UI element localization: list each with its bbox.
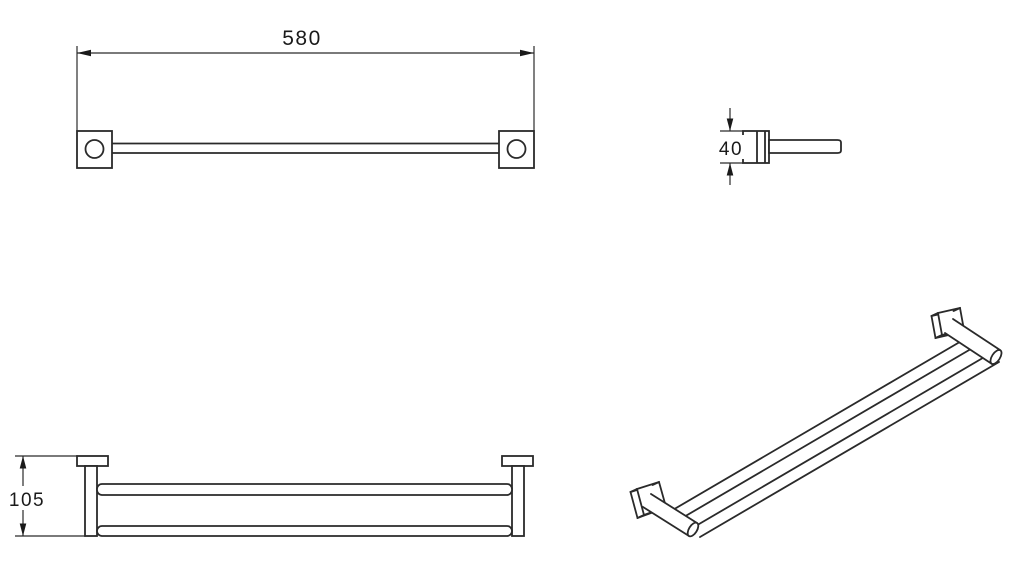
left-post-hub-circle [84,139,105,159]
outer-bar-top-edge [693,351,994,528]
dimension-label-overall-width: 580 [282,27,322,50]
tr-post-end-cap [989,349,1003,365]
arrowhead-left [77,49,91,57]
outer-bar-bottom-edge [699,361,1000,538]
bl-plate-edge [629,488,638,493]
arrowhead-up [726,163,734,176]
outer-bar-body [694,352,999,537]
dimension-text-mask [716,135,745,159]
bl-post-end-cap [686,521,700,538]
dimension-label-bracket-height: 40 [719,139,743,160]
left-wall-plate-top [76,455,109,467]
inner-towel-bar [96,483,513,496]
right-wall-plate [498,130,535,169]
dimension-text-mask [10,486,45,510]
outer-towel-bar [96,525,513,537]
inner-bar-body [671,336,976,521]
inner-bar-top-edge [670,335,971,512]
side-view: 40 [716,108,842,185]
tr-plate-edge [930,312,939,317]
plan-view: 105 [9,455,534,537]
bl-post-top-edge [650,493,698,524]
arrowhead-down [726,118,734,131]
right-post-top [511,465,525,537]
inner-bar-bottom-edge [676,345,977,522]
arrowhead-down [19,523,27,536]
tr-plate-edge [952,307,961,312]
left-post-top [84,465,98,537]
bl-post-body [643,494,697,536]
tr-plate-edge [934,334,943,339]
bl-plate-edge [651,481,660,486]
arrowhead-up [19,456,27,469]
towel-bar-side-profile [768,139,842,154]
tr-post-bottom-edge [944,332,993,365]
arrowhead-right [520,49,534,57]
right-post-hub-circle [506,139,527,159]
tr-post-top-edge [952,318,1001,351]
isometric-view [629,306,1003,538]
tr-post-body [945,319,1000,364]
front-view: 580 [76,27,535,169]
right-wall-plate-top [501,455,534,467]
dimension-label-depth: 105 [9,490,45,511]
bl-post-bottom-edge [642,506,690,537]
bl-plate-edge [636,514,645,519]
